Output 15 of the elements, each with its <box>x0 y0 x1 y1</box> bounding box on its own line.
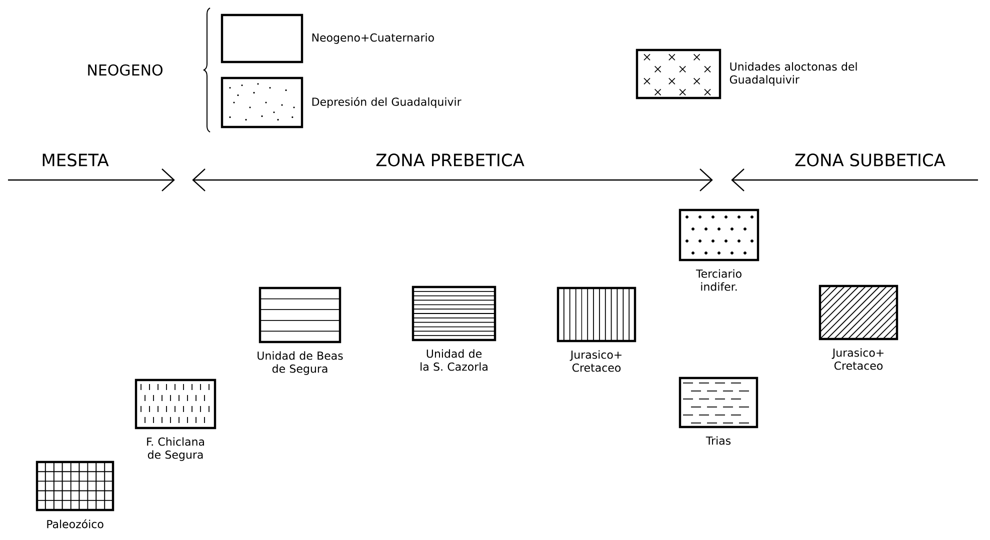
zone-label: ZONA SUBBETICA <box>795 154 946 166</box>
legend-label: Paleozóico <box>47 519 104 528</box>
zone-label: ZONA PREBETICA <box>376 154 524 166</box>
legend-label: Jurasico+ Cretaceo <box>832 348 884 370</box>
legend-label: Unidad de la S. Cazorla <box>420 349 488 371</box>
legend-label: Unidades aloctonas del Guadalquivir <box>730 62 857 86</box>
zone-label: NEOGENO <box>88 64 162 76</box>
legend-label: Terciario indifer. <box>696 269 742 291</box>
legend-label: Neogeno+Cuaternario <box>312 33 434 44</box>
legend-label: F. Chiclana de Segura <box>147 437 204 461</box>
legend-label: Jurasico+ Cretaceo <box>570 350 622 372</box>
legend-label: Unidad de Beas de Segura <box>258 351 343 375</box>
legend-label: Trias <box>706 436 731 445</box>
zone-label: MESETA <box>42 154 109 166</box>
legend-label: Depresión del Guadalquivir <box>312 96 462 108</box>
